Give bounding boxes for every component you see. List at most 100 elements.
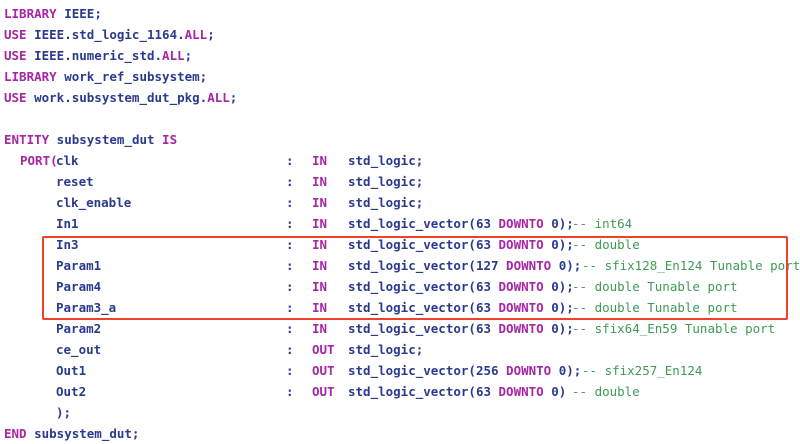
- port-comment: -- double Tunable port: [572, 279, 738, 294]
- port-range-msb: 63: [475, 321, 499, 336]
- vhdl-keyword-downto: DOWNTO: [506, 363, 552, 378]
- code-line-blank: [0, 108, 4, 129]
- port-name: clk: [56, 153, 79, 168]
- port-name-cell: PORT( clk: [20, 150, 79, 171]
- port-type-cell: std_logic_vector(63 DOWNTO 0);: [348, 318, 574, 339]
- port-comment: -- sfix128_En124 Tunable port: [582, 258, 800, 273]
- port-name-cell: Param3_a: [56, 297, 116, 318]
- port-type-suffix: );: [558, 216, 574, 231]
- port-type-cell: std_logic_vector(63 DOWNTO 0);: [348, 234, 574, 255]
- port-direction: IN: [312, 153, 328, 168]
- port-type: std_logic_vector(: [348, 216, 476, 231]
- port-range-msb: 127: [475, 258, 507, 273]
- port-type: std_logic_vector(: [348, 237, 476, 252]
- port-name: Param1: [56, 258, 102, 273]
- port-close-paren: );: [56, 405, 72, 420]
- port-range-lsb: 0: [551, 363, 567, 378]
- port-type-suffix: );: [558, 300, 574, 315]
- code-line-header-4: USE work.subsystem_dut_pkg.ALL;: [0, 87, 237, 108]
- port-type-cell: std_logic_vector(63 DOWNTO 0): [348, 381, 566, 402]
- port-name-cell: clk_enable: [56, 192, 131, 213]
- vhdl-identifier: IEEE;: [56, 6, 102, 21]
- code-line-header-0: LIBRARY IEEE;: [0, 3, 102, 24]
- vhdl-identifier: IEEE.numeric_std.: [26, 48, 163, 63]
- port-range-lsb: 0: [543, 384, 559, 399]
- port-type: std_logic_vector(: [348, 279, 476, 294]
- port-colon: :: [286, 174, 294, 189]
- port-range-msb: 63: [475, 384, 499, 399]
- port-type-cell: std_logic_vector(127 DOWNTO 0);: [348, 255, 581, 276]
- port-type-suffix: );: [558, 279, 574, 294]
- vhdl-keyword: LIBRARY: [4, 6, 57, 21]
- port-type-suffix: );: [558, 321, 574, 336]
- port-direction: OUT: [312, 363, 335, 378]
- port-range-msb: 63: [475, 279, 499, 294]
- port-type: std_logic;: [348, 342, 424, 357]
- port-direction: IN: [312, 216, 328, 231]
- code-line-header-1: USE IEEE.std_logic_1164.ALL;: [0, 24, 215, 45]
- port-type-cell: std_logic;: [348, 339, 423, 360]
- port-type-suffix: );: [558, 237, 574, 252]
- entity-name: subsystem_dut: [49, 132, 163, 147]
- port-name-cell: In3: [56, 234, 79, 255]
- port-name: In1: [56, 216, 79, 231]
- port-comment: -- double: [572, 237, 640, 252]
- port-range-msb: 63: [475, 216, 499, 231]
- port-direction: IN: [312, 279, 328, 294]
- vhdl-identifier: work_ref_subsystem;: [56, 69, 208, 84]
- vhdl-punctuation: ;: [229, 90, 238, 105]
- port-range-lsb: 0: [543, 216, 559, 231]
- vhdl-punctuation: ;: [207, 27, 215, 42]
- port-type: std_logic;: [348, 174, 424, 189]
- port-type: std_logic_vector(: [348, 321, 476, 336]
- port-range-msb: 63: [475, 237, 499, 252]
- port-colon: :: [286, 237, 294, 252]
- port-range-lsb: 0: [543, 300, 559, 315]
- port-type: std_logic;: [348, 153, 424, 168]
- port-name: Param3_a: [56, 300, 117, 315]
- port-type-suffix: );: [566, 363, 582, 378]
- vhdl-keyword-downto: DOWNTO: [498, 279, 544, 294]
- port-colon: :: [286, 363, 294, 378]
- vhdl-keyword: ENTITY: [4, 132, 50, 147]
- port-range-lsb: 0: [543, 321, 559, 336]
- vhdl-keyword-downto: DOWNTO: [498, 321, 544, 336]
- port-type-cell: std_logic;: [348, 171, 423, 192]
- port-comment: -- double Tunable port: [572, 300, 738, 315]
- port-direction: IN: [312, 321, 328, 336]
- port-name: Out1: [56, 363, 87, 378]
- vhdl-keyword: LIBRARY: [4, 69, 57, 84]
- port-comment: -- int64: [572, 216, 633, 231]
- vhdl-keyword-downto: DOWNTO: [498, 216, 544, 231]
- port-comment: -- sfix64_En59 Tunable port: [572, 321, 776, 336]
- port-name-cell: Param1: [56, 255, 101, 276]
- port-direction: IN: [312, 195, 328, 210]
- port-colon: :: [286, 153, 294, 168]
- vhdl-keyword: IS: [162, 132, 178, 147]
- port-name-cell: Out2: [56, 381, 86, 402]
- vhdl-keyword: USE: [4, 27, 27, 42]
- vhdl-keyword: ALL: [207, 90, 230, 105]
- port-type-suffix: );: [566, 258, 582, 273]
- code-line-header-2: USE IEEE.numeric_std.ALL;: [0, 45, 192, 66]
- vhdl-identifier: IEEE.std_logic_1164.: [26, 27, 185, 42]
- vhdl-keyword: USE: [4, 48, 27, 63]
- port-name: ce_out: [56, 342, 102, 357]
- port-direction: IN: [312, 258, 328, 273]
- port-direction: OUT: [312, 342, 335, 357]
- code-line-header-3: LIBRARY work_ref_subsystem;: [0, 66, 207, 87]
- port-type: std_logic_vector(: [348, 300, 476, 315]
- port-type: std_logic_vector(: [348, 363, 476, 378]
- code-line-end: END subsystem_dut;: [0, 423, 139, 444]
- port-name: clk_enable: [56, 195, 132, 210]
- port-type: std_logic_vector(: [348, 384, 476, 399]
- port-name: In3: [56, 237, 79, 252]
- port-direction: OUT: [312, 384, 335, 399]
- port-comment: -- double: [572, 384, 640, 399]
- port-direction: IN: [312, 300, 328, 315]
- vhdl-keyword-downto: DOWNTO: [506, 258, 552, 273]
- vhdl-punctuation: ;: [184, 48, 193, 63]
- vhdl-keyword: ALL: [162, 48, 185, 63]
- port-open-keyword: PORT(: [20, 153, 66, 168]
